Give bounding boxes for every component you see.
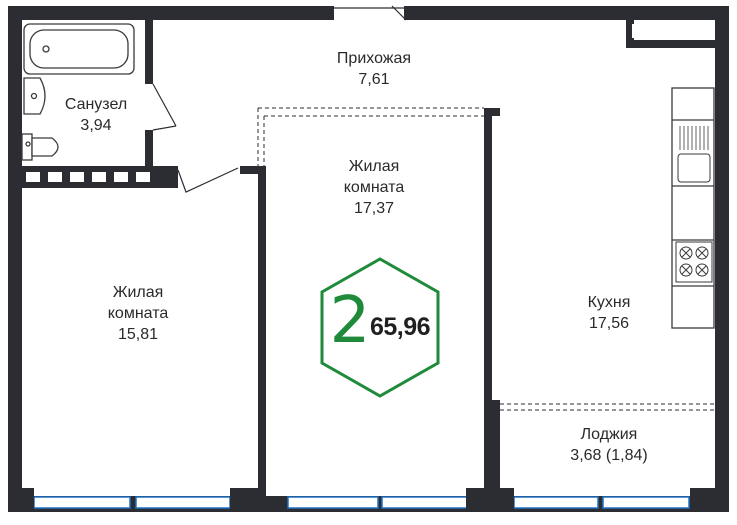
room-label-hallway: Прихожая 7,61 xyxy=(337,48,411,90)
room-name: Санузел xyxy=(64,96,128,113)
room-area: 3,68 (1,84) xyxy=(570,447,648,464)
kitchen-counter xyxy=(671,87,715,329)
entrance-door xyxy=(334,5,407,21)
stove xyxy=(675,241,713,283)
room-label-loggia: Лоджия 3,68 (1,84) xyxy=(570,424,647,466)
bathtub xyxy=(23,23,135,75)
room-name-line-1: Жилая xyxy=(348,158,400,175)
kitchen-sink xyxy=(677,126,711,183)
room-label-bathroom: Санузел 3,94 xyxy=(65,94,127,136)
room-name: Прихожая xyxy=(336,50,412,67)
room-label-living-2: Жилая комната 15,81 xyxy=(108,282,169,345)
room-label-living-1: Жилая комната 17,37 xyxy=(344,156,405,219)
room-count: 2 xyxy=(329,284,371,358)
room-area: 17,37 xyxy=(353,200,395,217)
room-name-line-2: комната xyxy=(107,305,169,322)
room-name: Лоджия xyxy=(580,426,638,443)
room-area: 15,81 xyxy=(117,326,159,343)
sink xyxy=(23,77,46,115)
doors xyxy=(152,83,239,193)
room-area: 7,61 xyxy=(358,71,390,88)
room-area: 3,94 xyxy=(80,117,112,134)
room-name-line-1: Жилая xyxy=(112,284,164,301)
room-label-kitchen: Кухня 17,56 xyxy=(588,292,631,334)
apartment-badge-hexagon xyxy=(320,257,440,398)
room-name: Кухня xyxy=(587,294,631,311)
room-area: 17,56 xyxy=(588,315,630,332)
room-name-line-2: комната xyxy=(343,179,405,196)
dashed-partitions xyxy=(257,107,715,411)
toilet xyxy=(21,133,59,161)
total-area: 65,96 xyxy=(370,313,431,341)
